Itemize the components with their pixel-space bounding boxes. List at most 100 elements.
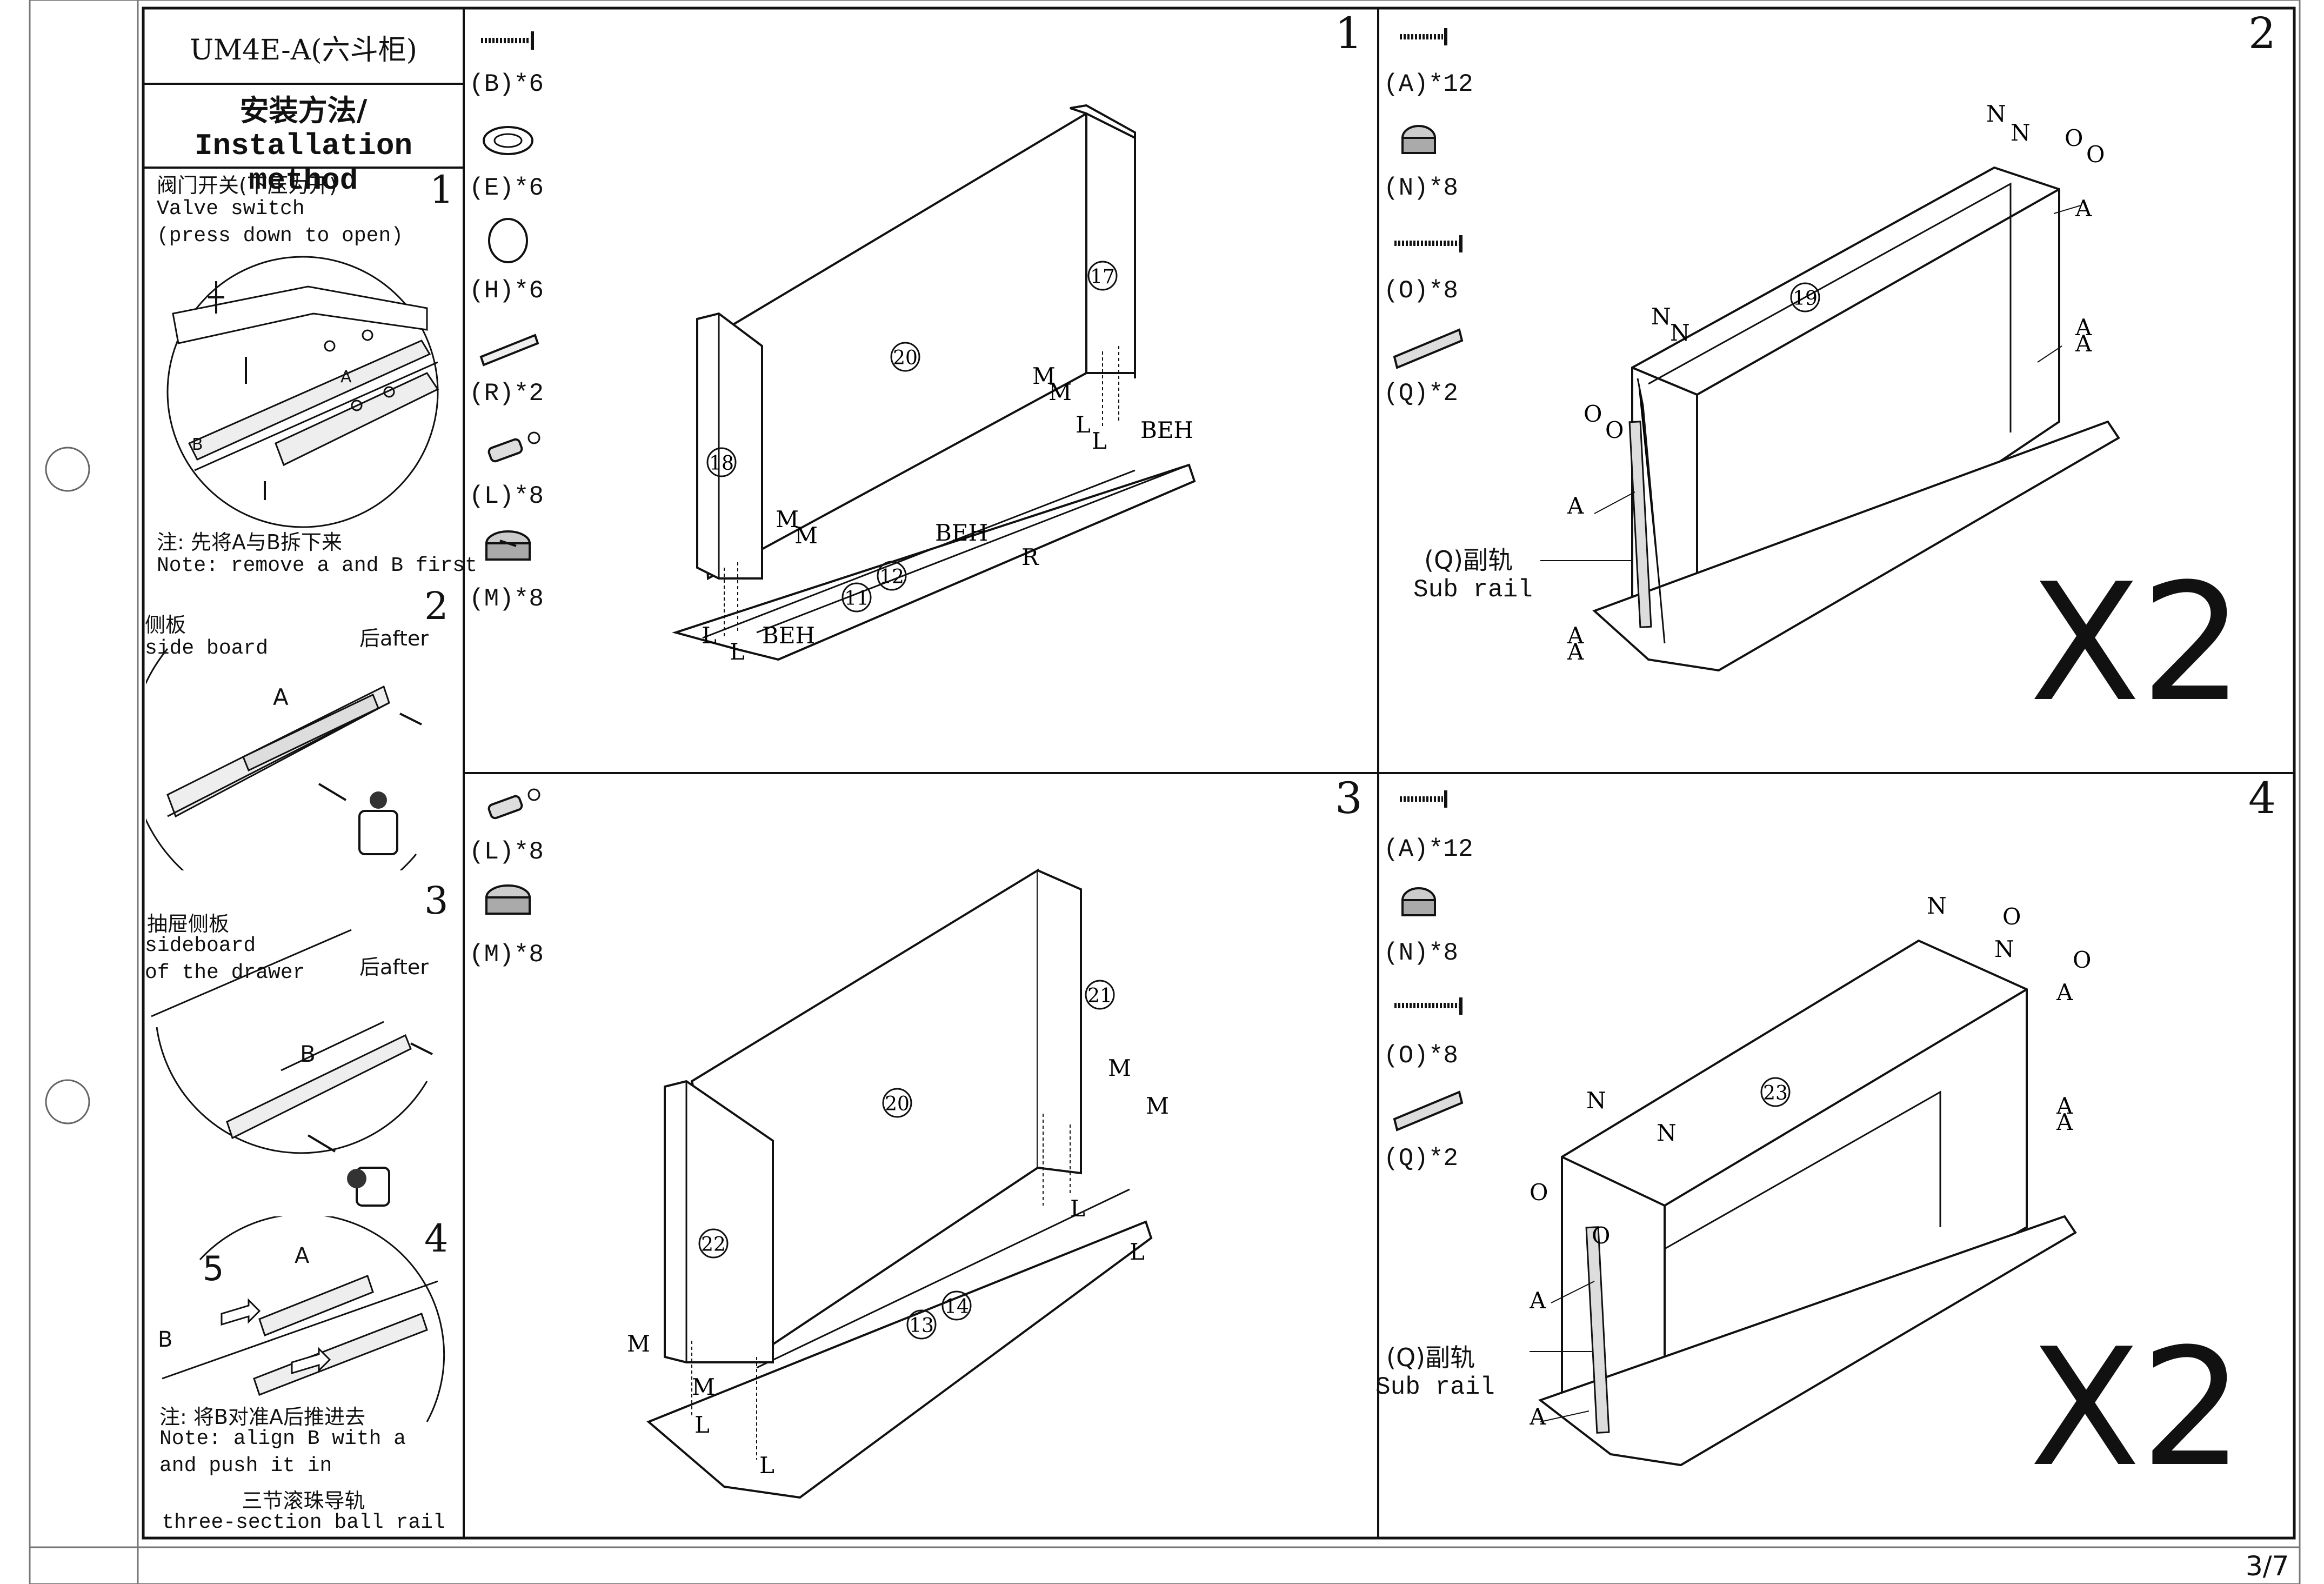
- panel-11-label: 11: [844, 588, 869, 610]
- binder-hole-icon: [45, 1079, 90, 1124]
- label-a: A: [1567, 492, 1584, 519]
- label-l: L: [1130, 1239, 1145, 1265]
- s4-note-cn: 注: 将B对准A后推进去: [159, 1405, 365, 1429]
- step4-subrail-en: Sub rail: [1375, 1373, 1495, 1401]
- panel-21-label: 21: [1087, 985, 1112, 1007]
- label-l: L: [759, 1452, 774, 1479]
- label-n: N: [1994, 936, 2014, 962]
- label-a: A: [1567, 638, 1584, 665]
- s3-number: 3: [424, 878, 449, 923]
- label-o: O: [1530, 1179, 1548, 1206]
- s2-title-cn: 侧板: [145, 613, 186, 637]
- s3-title-cn: 抽屉侧板: [147, 912, 230, 936]
- label-r: R: [1021, 544, 1039, 570]
- label-a: A: [2056, 1109, 2073, 1135]
- panel-20-label: 20: [885, 1093, 910, 1115]
- label-a: A: [1530, 1403, 1546, 1430]
- strip-icon: [479, 334, 539, 367]
- label-o: O: [2065, 125, 2083, 151]
- s4-five: 5: [203, 1249, 224, 1288]
- label-m: M: [1049, 379, 1072, 405]
- hw-step4-1: (N)*8: [1384, 939, 1459, 967]
- label-o: O: [1592, 1222, 1610, 1249]
- label-a: A: [2056, 979, 2073, 1006]
- s4-rail-cn: 三节滚珠导轨: [242, 1489, 365, 1513]
- hw-step2-1: (N)*8: [1384, 174, 1459, 202]
- label-m: M: [776, 506, 799, 533]
- label-a: A: [1530, 1287, 1546, 1314]
- label-n: N: [1651, 303, 1671, 330]
- label-n: N: [1670, 320, 1690, 346]
- step1-hardware-icons: [479, 31, 540, 561]
- hw-step2-3: (Q)*2: [1384, 380, 1459, 408]
- panel-20-label: 20: [893, 347, 918, 369]
- arrow-right-icon: [291, 1347, 331, 1375]
- s2-after-label: 后after: [359, 627, 429, 650]
- hw-step3-0: (L)*8: [469, 838, 544, 866]
- s2-label-a: A: [273, 684, 289, 710]
- binder-hole-icon: [45, 447, 90, 492]
- step2-number: 2: [2248, 8, 2276, 58]
- step2-subrail-en: Sub rail: [1413, 576, 1533, 604]
- step4-hardware-icons: [1393, 790, 1464, 1132]
- hw-step1-1: (E)*6: [469, 174, 544, 202]
- label-l: L: [702, 622, 717, 649]
- label-n: N: [2011, 119, 2031, 146]
- ball-rail-diagram: [162, 1216, 445, 1422]
- screw-icon: [1400, 790, 1447, 808]
- step4-subrail-cn: (Q)副轨: [1386, 1343, 1475, 1372]
- step2-subrail-cn: (Q)副轨: [1424, 545, 1513, 575]
- label-a: A: [2075, 314, 2092, 341]
- panel-17-label: 17: [1090, 266, 1115, 288]
- label-beh: BEH: [762, 622, 815, 649]
- dowel-icon: [487, 431, 540, 463]
- step1-number: 1: [1335, 8, 1363, 58]
- hw-step1-5: (M)*8: [469, 585, 544, 613]
- label-m: M: [692, 1374, 715, 1400]
- s3-title-en2: of the drawer: [145, 961, 305, 984]
- screwdriver-icon: [358, 810, 398, 855]
- step2-assembly-drawing: 19 N N N N O O O O A A A A A A: [1540, 101, 2120, 672]
- label-o: O: [2002, 903, 2021, 930]
- label-m: M: [1032, 363, 1056, 389]
- panel-13-label: 13: [909, 1315, 934, 1337]
- step4-number: 4: [2248, 773, 2276, 823]
- s2-title-en: side board: [145, 637, 269, 660]
- label-beh: BEH: [1140, 417, 1193, 443]
- label-o: O: [1584, 401, 1602, 427]
- label-o: O: [2086, 141, 2105, 168]
- cam-bolt-icon: [1401, 887, 1436, 916]
- screw-icon: [1400, 28, 1447, 45]
- label-l: L: [1092, 428, 1107, 454]
- s4-note-en: Note: align B with a: [159, 1427, 406, 1450]
- cam-bolt-icon: [1401, 125, 1436, 154]
- rail-icon: [1393, 1090, 1464, 1132]
- panel-23-label: 23: [1763, 1082, 1788, 1104]
- hw-step3-1: (M)*8: [469, 941, 544, 969]
- drawer-sideboard-diagram: [151, 929, 433, 1207]
- arrow-right-icon: [221, 1298, 261, 1326]
- step4-assembly-drawing: 23 N N N N O O O O A A A A A: [1530, 893, 2091, 1467]
- s2-number: 2: [424, 584, 449, 628]
- hw-step1-4: (L)*8: [469, 482, 544, 510]
- label-a: A: [2075, 330, 2092, 357]
- step4-multiplier: X2: [2029, 1314, 2244, 1502]
- model-title: UM4E-A(六斗柜): [190, 34, 417, 66]
- s1-number: 1: [430, 168, 454, 212]
- label-l: L: [730, 638, 745, 665]
- label-n: N: [1657, 1120, 1677, 1146]
- label-m: M: [1146, 1093, 1169, 1119]
- step3-assembly-drawing: 20 21 22 13 14 M M M M L L L L: [627, 868, 1169, 1499]
- washer-icon: [483, 126, 533, 155]
- panel-18-label: 18: [709, 452, 734, 475]
- s1-label-b: B: [192, 435, 203, 454]
- dowel-icon: [487, 788, 540, 820]
- s1-title-en: Valve switch: [157, 197, 305, 221]
- step2-multiplier: X2: [2029, 549, 2244, 737]
- label-l: L: [1070, 1195, 1085, 1222]
- side-board-diagram: [146, 648, 422, 870]
- label-m: M: [1108, 1055, 1131, 1081]
- label-m: M: [794, 522, 818, 549]
- step1-assembly-drawing: 20 17 18 12 11 M M M M L L L L BEH BEH B…: [672, 104, 1196, 665]
